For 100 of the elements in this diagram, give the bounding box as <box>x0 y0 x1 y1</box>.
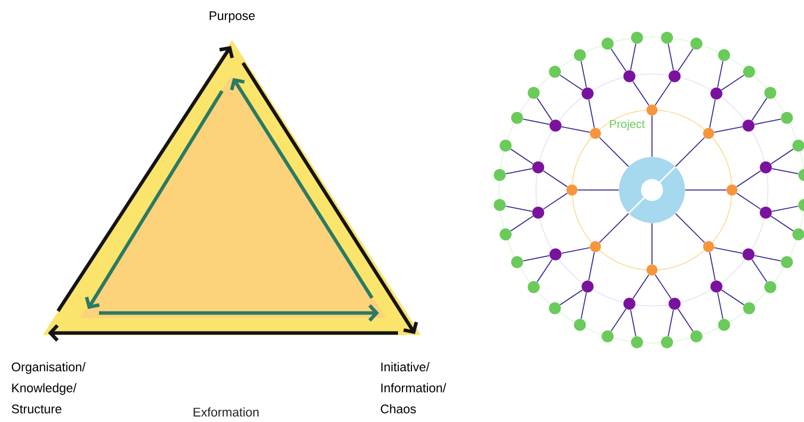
node-dot <box>532 161 544 174</box>
node-dot <box>760 206 772 219</box>
connector-line <box>717 60 724 88</box>
connector-line <box>751 259 768 282</box>
connector-line <box>736 192 762 210</box>
connector-line <box>736 170 762 188</box>
connector-line <box>510 216 534 232</box>
node-dot <box>550 248 562 260</box>
connector-line <box>560 74 583 91</box>
node-dot <box>500 140 512 152</box>
node-dot <box>566 184 578 196</box>
node-dot <box>548 302 561 314</box>
connector-line <box>721 289 744 306</box>
connector-line <box>751 98 768 121</box>
node-dot <box>631 32 643 44</box>
node-dot <box>590 128 601 139</box>
node-dot <box>668 298 681 310</box>
node-dot <box>742 120 754 132</box>
node-dot <box>511 256 524 268</box>
connector-line <box>630 309 636 337</box>
node-dot <box>703 241 714 252</box>
node-dot <box>661 336 673 348</box>
connector-line <box>674 212 706 244</box>
vertex-label: Organisation/ Knowledge/ Structure <box>12 362 86 414</box>
connector-line <box>561 126 590 133</box>
node-dot <box>764 281 776 294</box>
node-dot <box>550 120 562 132</box>
node-dot <box>574 318 586 331</box>
connector-line <box>632 274 650 300</box>
node-dot <box>743 66 756 78</box>
node-dot <box>710 280 722 292</box>
connector-line <box>505 206 533 212</box>
node-dot <box>668 70 681 82</box>
hub-ring <box>617 155 687 225</box>
connector-line <box>678 48 694 72</box>
node-dot <box>710 88 722 100</box>
node-dot <box>590 241 601 252</box>
node-dot <box>511 112 524 124</box>
text-label: Exformation <box>194 407 259 417</box>
node-dot <box>690 38 702 50</box>
node-dot <box>528 281 540 294</box>
node-dot <box>646 264 658 276</box>
node-dot <box>532 206 544 219</box>
connector-line <box>536 98 553 121</box>
connector-line <box>598 212 630 244</box>
arrow <box>99 304 379 322</box>
arrow <box>230 78 374 299</box>
node-dot <box>646 104 658 116</box>
connector-line <box>560 289 583 306</box>
connector-line <box>654 274 672 300</box>
node-dot <box>764 86 776 99</box>
node-dot <box>703 128 714 139</box>
node-dot <box>582 88 594 100</box>
arrow <box>242 62 418 334</box>
connector-line <box>770 216 794 232</box>
node-dot <box>500 228 512 240</box>
connector-line <box>668 43 674 71</box>
node-dot <box>548 66 561 78</box>
node-dot <box>574 49 586 62</box>
connector-line <box>588 252 595 281</box>
vertex-label: Initiative/ Information/ Chaos <box>380 362 446 414</box>
connector-line <box>630 43 636 71</box>
vertex-label: Purpose <box>210 11 255 23</box>
node-dot <box>602 330 614 342</box>
node-dot <box>690 330 702 342</box>
connector-line <box>510 148 534 164</box>
node-dot <box>726 184 738 196</box>
node-dot <box>494 169 506 181</box>
node-dot <box>718 318 730 331</box>
connector-line <box>580 60 587 88</box>
connector-line <box>709 252 716 281</box>
node-dot <box>718 49 730 62</box>
connector-line <box>580 292 587 320</box>
node-dot <box>623 298 636 310</box>
connector-line <box>522 118 550 125</box>
connector-line <box>721 74 744 91</box>
text-label: Project <box>610 120 645 130</box>
node-dot <box>528 86 540 99</box>
connector-line <box>678 308 694 332</box>
connector-line <box>542 192 568 210</box>
connector-line <box>654 80 672 106</box>
node-dot <box>661 32 673 44</box>
node-dot <box>494 199 506 211</box>
connector-line <box>522 255 550 262</box>
connector-line <box>754 255 782 262</box>
node-dot <box>631 336 643 348</box>
arrow <box>56 46 234 312</box>
connector-line <box>610 308 626 332</box>
node-dot <box>742 248 754 260</box>
connector-line <box>505 168 533 174</box>
connector-line <box>714 247 743 254</box>
node-dot <box>602 38 614 50</box>
connector-line <box>714 126 743 133</box>
connector-line <box>674 136 706 168</box>
node-dot <box>760 161 772 174</box>
connector-line <box>542 170 568 188</box>
node-dot <box>780 256 793 268</box>
connector-line <box>717 292 724 320</box>
connector-line <box>588 99 595 128</box>
node-dot <box>623 70 636 82</box>
